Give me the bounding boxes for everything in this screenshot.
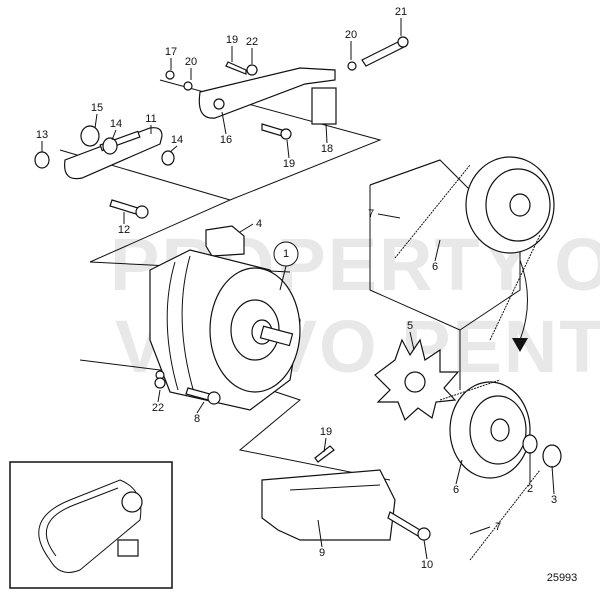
belt-pulley-upper: [369, 156, 555, 352]
callout-label: 7: [495, 521, 501, 533]
callout-label: 10: [421, 559, 433, 571]
adjusting-bracket: [34, 125, 175, 219]
callout-label: 3: [551, 494, 557, 506]
callout-label: 21: [395, 6, 407, 18]
callout-label: 19: [320, 426, 332, 438]
callout-label: 13: [36, 129, 48, 141]
callout-label: 14: [110, 118, 122, 130]
callout-circle-1: [273, 241, 299, 267]
alternator: [149, 249, 301, 411]
drawing-number: 25993: [547, 572, 578, 584]
callout-label: 15: [91, 102, 103, 114]
callout-label: 4: [256, 218, 262, 230]
callout-label: 20: [185, 56, 197, 68]
callout-label: 9: [319, 547, 325, 559]
callout-label: 17: [165, 46, 177, 58]
belt-pulley-lower: [439, 379, 562, 561]
callout-label: 11: [145, 113, 156, 125]
callout-label: 7: [368, 208, 374, 220]
callout-label: 5: [407, 320, 413, 332]
callout-label: 19: [283, 158, 295, 170]
arrow-down-icon: [512, 338, 528, 352]
callout-label: 16: [220, 134, 232, 146]
callout-label: 12: [118, 224, 130, 236]
callout-label: 22: [246, 36, 258, 48]
callout-label: 14: [171, 134, 183, 146]
callout-label: 6: [432, 261, 438, 273]
callout-label: 20: [345, 29, 357, 41]
callout-label: 6: [453, 484, 459, 496]
callout-leaders: [41, 18, 555, 560]
callout-label: 2: [527, 483, 533, 495]
callout-label: 1: [283, 248, 289, 260]
callout-label: 19: [226, 34, 238, 46]
fan: [374, 338, 460, 422]
callout-label: 18: [321, 143, 333, 155]
callout-label: 8: [194, 413, 200, 425]
callout-label: 22: [152, 402, 164, 414]
lower-bracket: [261, 445, 431, 541]
voltage-regulator: [205, 225, 245, 257]
upper-bracket: [165, 36, 409, 140]
inset-view: [9, 461, 173, 589]
